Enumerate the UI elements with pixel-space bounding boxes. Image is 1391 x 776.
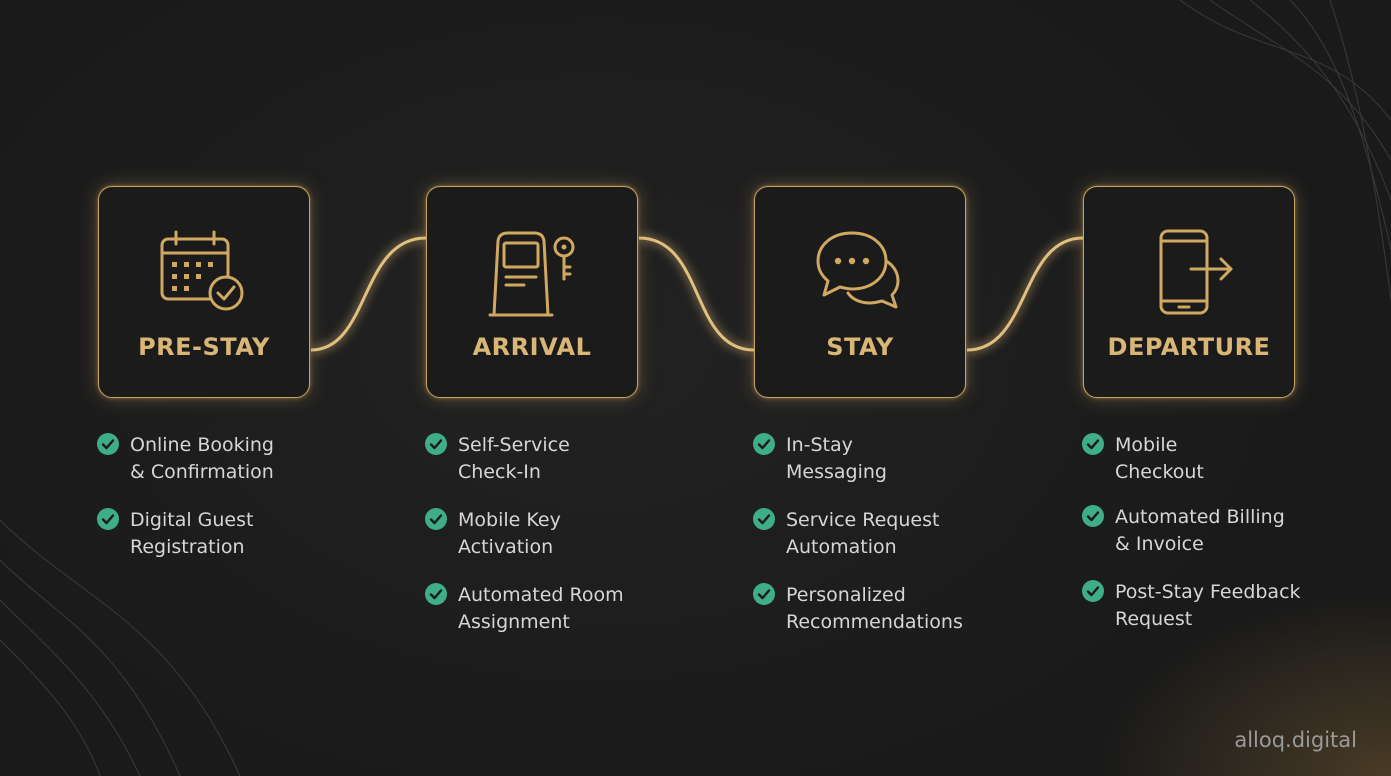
kiosk-key-icon [488,231,575,317]
connector-prestay-arrival [310,236,427,352]
stage-pre-stay: PRE-STAY [98,186,310,398]
brand-watermark: alloq.digital [1234,728,1357,752]
check-circle-icon [1082,433,1104,455]
stage-title: STAY [826,333,894,361]
list-item-text: Personalized Recommendations [786,584,963,633]
list-item: Digital Guest Registration [97,507,253,561]
stage-stay: STAY [754,186,966,398]
list-item-text: Automated Room Assignment [458,584,624,633]
list-item-text: Mobile Checkout [1115,434,1204,483]
list-item: Post-Stay Feedback Request [1082,579,1301,633]
list-item: Mobile Checkout [1082,432,1204,486]
list-item-text: Post-Stay Feedback Request [1115,581,1301,630]
list-item-text: Mobile Key Activation [458,509,561,558]
check-circle-icon [97,433,119,455]
check-circle-icon [753,433,775,455]
list-item-text: Digital Guest Registration [130,509,254,558]
check-circle-icon [425,583,447,605]
connector-arrival-stay [638,236,755,352]
phone-exit-icon [1159,229,1233,315]
stage-arrival: ARRIVAL [426,186,638,398]
list-item: In-Stay Messaging [753,432,887,486]
stage-title: PRE-STAY [138,333,270,361]
stage-departure: DEPARTURE [1083,186,1295,398]
list-item-text: Service Request Automation [786,509,940,558]
list-item: Automated Billing & Invoice [1082,504,1285,558]
list-item: Personalized Recommendations [753,582,963,636]
list-item-text: Online Booking & Confirmation [130,434,274,483]
list-item: Service Request Automation [753,507,939,561]
stage-title: ARRIVAL [472,333,592,361]
check-circle-icon [425,433,447,455]
check-circle-icon [425,508,447,530]
check-circle-icon [97,508,119,530]
list-item: Online Booking & Confirmation [97,432,274,486]
check-circle-icon [753,583,775,605]
calendar-check-icon [160,230,244,311]
list-item: Automated Room Assignment [425,582,624,636]
connector-stay-departure [966,236,1084,352]
list-item-text: Self-Service Check-In [458,434,570,483]
check-circle-icon [1082,580,1104,602]
list-item: Mobile Key Activation [425,507,561,561]
check-circle-icon [1082,505,1104,527]
list-item-text: In-Stay Messaging [786,434,887,483]
list-item-text: Automated Billing & Invoice [1115,506,1285,555]
check-circle-icon [753,508,775,530]
stage-title: DEPARTURE [1107,333,1271,361]
chat-bubbles-icon [816,231,900,309]
list-item: Self-Service Check-In [425,432,570,486]
